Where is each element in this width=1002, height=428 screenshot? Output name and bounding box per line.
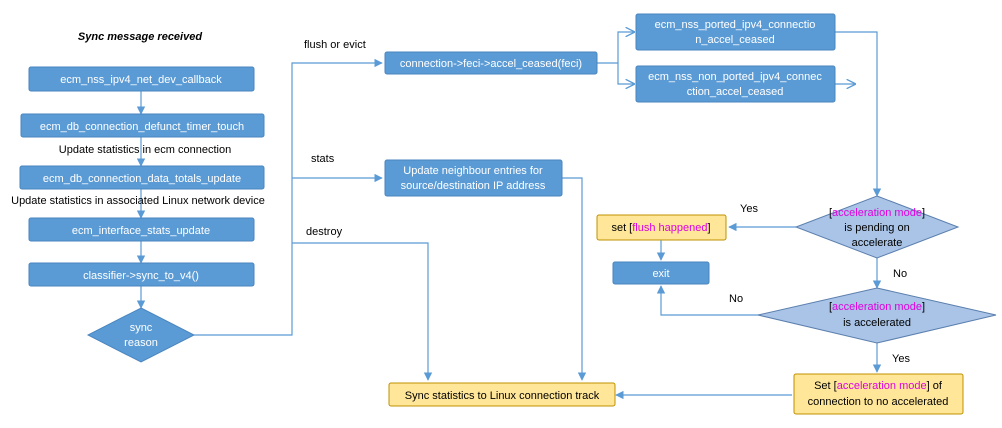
node-label-line2: is pending on bbox=[844, 222, 909, 234]
edge-d2-no bbox=[656, 285, 796, 316]
node-label-line2: is accelerated bbox=[843, 317, 911, 329]
decision-sync-reason: sync reason bbox=[86, 307, 196, 363]
node-interface-stats-update: ecm_interface_stats_update bbox=[28, 217, 255, 242]
edge-sync-destroy bbox=[292, 242, 433, 381]
edge-label-stats: stats bbox=[311, 153, 335, 165]
node-sync-to-v4: classifier->sync_to_v4() bbox=[28, 262, 255, 287]
node-set-no-accelerated: Set [acceleration mode] of connection to… bbox=[793, 373, 964, 415]
node-label-line3: accelerate bbox=[852, 237, 903, 249]
edge-label-no-2: No bbox=[729, 293, 743, 305]
decision-pending-accelerate: [acceleration mode] is pending on accele… bbox=[794, 195, 960, 259]
edge-neighbour-sync bbox=[562, 177, 587, 381]
node-label: set [flush happened] bbox=[611, 222, 710, 234]
node-label-line1: Update neighbour entries for bbox=[403, 165, 543, 177]
node-label-line1: [acceleration mode] bbox=[829, 301, 925, 313]
node-label: ecm_interface_stats_update bbox=[72, 225, 210, 237]
node-data-totals-update: ecm_db_connection_data_totals_update bbox=[19, 165, 265, 190]
node-accel-ceased: connection->feci->accel_ceased(feci) bbox=[384, 51, 598, 75]
node-net-dev-callback: ecm_nss_ipv4_net_dev_callback bbox=[28, 66, 255, 92]
chart-title: Sync message received bbox=[78, 31, 202, 43]
edge-label-yes-1: Yes bbox=[740, 203, 758, 215]
node-label-line1: ecm_nss_non_ported_ipv4_connec bbox=[648, 71, 822, 83]
node-update-neighbour: Update neighbour entries for source/dest… bbox=[384, 159, 563, 197]
note-update-linux: Update statistics in associated Linux ne… bbox=[11, 195, 265, 207]
node-label-line1: ecm_nss_ported_ipv4_connectio bbox=[655, 19, 816, 31]
node-label-line1: [acceleration mode] bbox=[829, 207, 925, 219]
node-label-line2: source/destination IP address bbox=[401, 180, 546, 192]
edge-ported-d1 bbox=[835, 31, 882, 197]
edge-label-no-1: No bbox=[893, 268, 907, 280]
note-update-ecm: Update statistics in ecm connection bbox=[59, 144, 231, 156]
node-non-ported-accel-ceased: ecm_nss_non_ported_ipv4_connec ction_acc… bbox=[635, 65, 836, 103]
edge-label-destroy: destroy bbox=[306, 226, 343, 238]
node-label: ecm_nss_ipv4_net_dev_callback bbox=[60, 74, 222, 86]
edges bbox=[136, 31, 882, 400]
node-label-line2: n_accel_ceased bbox=[695, 34, 775, 46]
edge-accel-ported bbox=[597, 32, 634, 64]
edge-label-flush-or-evict: flush or evict bbox=[304, 39, 366, 51]
node-label-line1: Set [acceleration mode] of bbox=[814, 380, 943, 392]
node-exit: exit bbox=[612, 261, 710, 285]
node-label-line2: ction_accel_ceased bbox=[687, 86, 784, 98]
node-ported-accel-ceased: ecm_nss_ported_ipv4_connectio n_accel_ce… bbox=[635, 13, 836, 51]
node-label: connection->feci->accel_ceased(feci) bbox=[400, 58, 582, 70]
node-label-line2: reason bbox=[124, 337, 158, 349]
node-label-line1: sync bbox=[130, 322, 153, 334]
edge-sync-flush bbox=[194, 58, 383, 336]
node-label: classifier->sync_to_v4() bbox=[83, 270, 199, 282]
node-sync-stats-linux: Sync statistics to Linux connection trac… bbox=[388, 382, 616, 407]
decision-is-accelerated: [acceleration mode] is accelerated bbox=[757, 287, 997, 344]
node-label: exit bbox=[652, 268, 669, 280]
node-label-line2: connection to no accelerated bbox=[808, 396, 949, 408]
edge-label-yes-2: Yes bbox=[892, 353, 910, 365]
node-set-flush-happened: set [flush happened] bbox=[596, 214, 727, 241]
node-label: ecm_db_connection_defunct_timer_touch bbox=[40, 121, 244, 133]
edge-accel-nonported bbox=[617, 63, 634, 84]
node-label: Sync statistics to Linux connection trac… bbox=[405, 390, 600, 402]
node-label: ecm_db_connection_data_totals_update bbox=[43, 173, 241, 185]
node-defunct-timer-touch: ecm_db_connection_defunct_timer_touch bbox=[20, 113, 265, 138]
